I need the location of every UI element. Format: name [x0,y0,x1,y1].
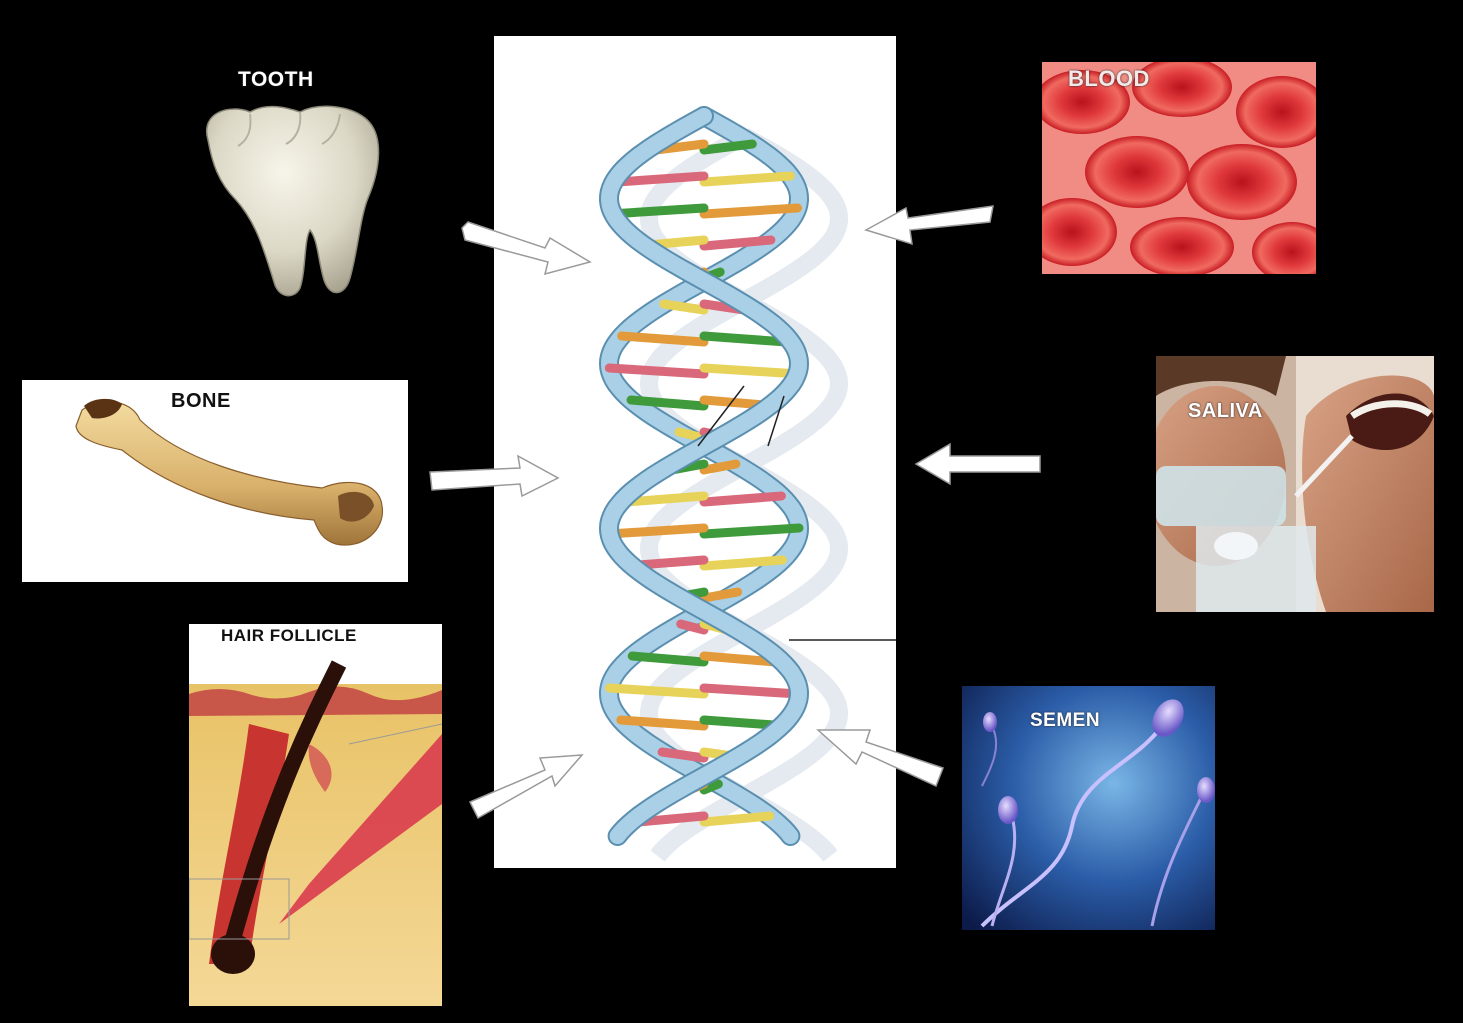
dna-double-helix-icon [494,36,896,868]
blood-label: BLOOD [1068,66,1150,92]
base-pair [704,816,770,822]
bone-label: BONE [171,390,231,413]
dna-panel [494,36,896,868]
base-pair [704,176,790,182]
base-pair [618,176,704,182]
base-pair [610,688,705,694]
base-pair [632,656,704,662]
base-pair [704,496,781,502]
base-pair [704,368,799,374]
base-pair [704,208,798,214]
hair-follicle-cross-section-icon [189,624,442,1006]
base-pair [631,400,704,406]
base-pair [704,528,799,534]
base-pair [704,560,782,566]
bone-panel: BONE [22,380,408,582]
red-blood-cells-icon [1042,62,1316,274]
semen-image: SEMEN [962,686,1215,930]
base-pair [662,752,704,758]
tooth-label: TOOTH [238,68,314,92]
base-pair [704,464,736,470]
base-pair [611,208,705,214]
base-pair [704,240,771,246]
hair-follicle-label: HAIR FOLLICLE [221,626,357,646]
saliva-image: SALIVA [1156,356,1434,612]
base-pair [704,688,799,694]
base-pair [609,528,704,534]
base-pair [621,720,704,726]
molar-tooth-icon [190,100,390,305]
base-pair [704,144,752,150]
semen-label: SEMEN [1030,710,1100,732]
base-pair [622,336,704,342]
tooth-image [190,100,390,305]
hair-panel: HAIR FOLLICLE [189,624,442,1006]
base-pair [664,304,704,310]
blood-image: BLOOD [1042,62,1316,274]
base-pair [704,592,738,598]
arrow-saliva-icon [916,444,1040,484]
base-pair [609,368,704,374]
mouth-swab-icon [1156,356,1434,612]
saliva-label: SALIVA [1188,400,1263,423]
